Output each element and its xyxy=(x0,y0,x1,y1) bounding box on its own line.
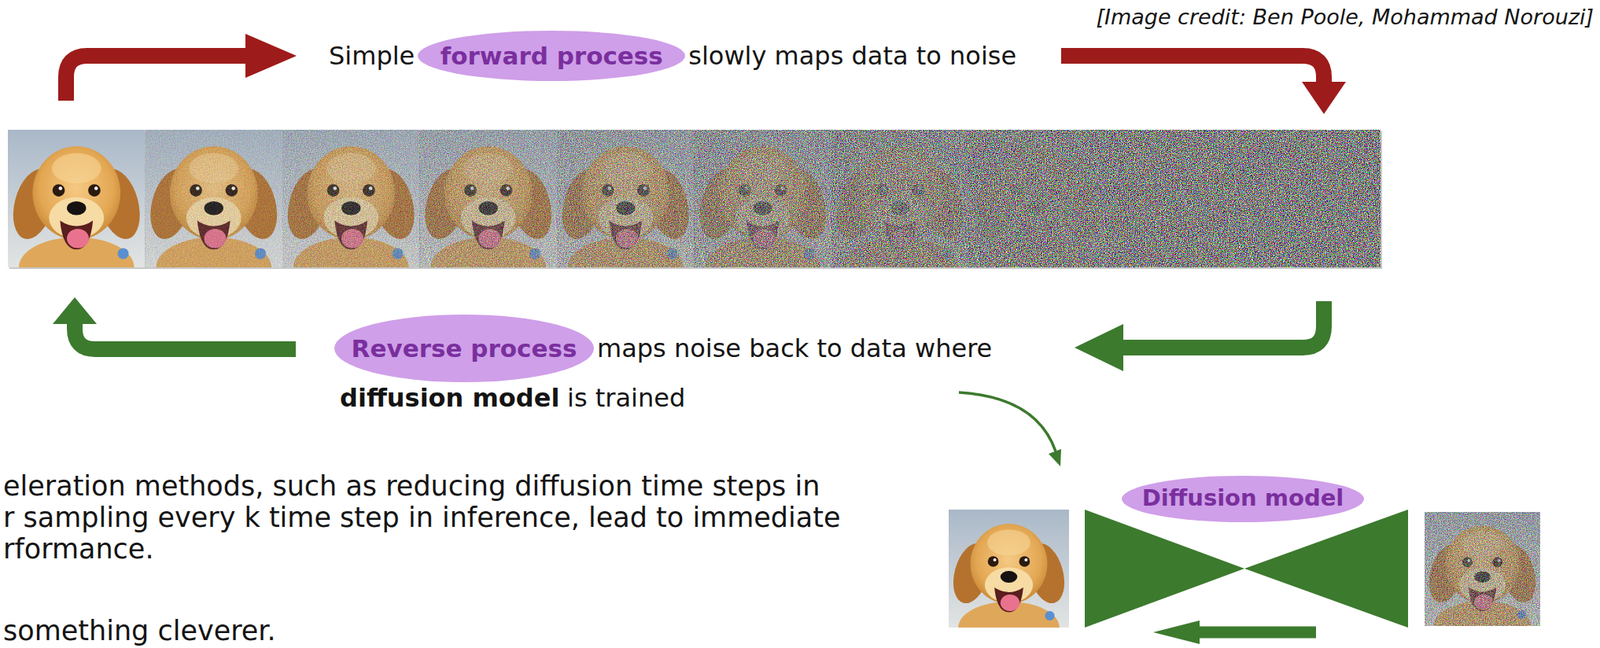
strip-frame xyxy=(280,129,422,299)
label-box: r sampling every k time step in inferenc… xyxy=(3,501,841,534)
noise-layer xyxy=(282,129,421,268)
text-label: slowly maps data to noise xyxy=(688,41,1017,71)
strip-frame xyxy=(966,129,1108,299)
text-label: rformance. xyxy=(3,533,155,565)
forward-arrow-head xyxy=(245,33,297,78)
label-box: Simple xyxy=(328,41,415,71)
node-text-group: forward process xyxy=(440,42,664,70)
node-label: forward process xyxy=(440,42,664,70)
highlight-ellipse: Reverse process xyxy=(334,314,594,383)
puppy-photo xyxy=(143,129,284,299)
highlight-ellipse: forward process xyxy=(417,30,686,82)
noise-layer xyxy=(1105,129,1244,268)
node-text-group: Reverse process xyxy=(351,335,578,362)
pointer-arrow xyxy=(958,392,1056,452)
text-label: Simple xyxy=(328,41,415,71)
puppy-photo xyxy=(417,129,559,299)
label-box: maps noise back to data where xyxy=(597,334,992,364)
forward-arrow-head xyxy=(1301,81,1346,115)
noise-layer xyxy=(1243,129,1382,268)
label-box: is trained xyxy=(567,383,686,413)
strip-frame xyxy=(829,129,971,299)
forward-arrow-shaft xyxy=(1061,55,1324,87)
reverse-arrow-head xyxy=(1074,324,1124,372)
noisy-image xyxy=(1423,512,1542,648)
label-box: rformance. xyxy=(3,533,155,565)
ellipse-fill xyxy=(334,314,594,383)
strip-frame xyxy=(417,129,559,299)
text-label: diffusion model xyxy=(339,383,560,413)
text-label: is trained xyxy=(567,383,686,413)
noise-layer xyxy=(1424,512,1541,627)
label-box: diffusion model xyxy=(339,383,560,413)
puppy-photo xyxy=(966,129,1108,299)
label-box: [Image credit: Ben Poole, Mohammad Norou… xyxy=(1095,4,1594,30)
puppy-photo xyxy=(555,129,697,299)
reverse-arrow-shaft xyxy=(74,320,296,350)
label-box: something cleverer. xyxy=(3,615,277,647)
noise-layer xyxy=(556,129,695,268)
denoise-arrow-head xyxy=(1153,620,1200,645)
noise-layer xyxy=(145,129,284,268)
puppy-photo xyxy=(947,509,1071,648)
puppy-photo xyxy=(829,129,971,299)
puppy-photo xyxy=(6,129,148,299)
strip-frame xyxy=(143,129,284,299)
noise-layer xyxy=(420,129,558,268)
puppy-photo xyxy=(280,129,422,299)
model-bowtie xyxy=(1244,509,1409,628)
text-label: something cleverer. xyxy=(3,615,277,647)
model-bowtie xyxy=(1084,509,1245,628)
clean-image xyxy=(947,509,1071,648)
puppy-photo xyxy=(692,129,834,299)
pointer-arrow-head xyxy=(1048,449,1062,467)
text-label: eleration methods, such as reducing diff… xyxy=(3,470,820,502)
noise-layer xyxy=(969,129,1107,268)
reverse-arrow-head xyxy=(52,297,97,325)
node-label: Diffusion model xyxy=(1142,486,1345,512)
puppy-photo xyxy=(1241,129,1383,299)
label-box: slowly maps data to noise xyxy=(688,41,1017,71)
denoise-arrow-shaft xyxy=(1195,626,1317,639)
strip-frame xyxy=(692,129,834,299)
noise-layer xyxy=(694,129,833,268)
highlight-ellipse: Diffusion model xyxy=(1121,475,1365,523)
noise-layer xyxy=(831,129,970,268)
text-label: [Image credit: Ben Poole, Mohammad Norou… xyxy=(1095,4,1594,30)
forward-arrow-shaft xyxy=(66,55,251,101)
strip-frame xyxy=(555,129,697,299)
node-text-group: Diffusion model xyxy=(1142,486,1345,512)
strip-frame xyxy=(6,129,148,299)
text-label: maps noise back to data where xyxy=(597,334,992,364)
puppy-photo xyxy=(1104,129,1246,299)
puppy-photo xyxy=(1423,512,1542,648)
label-box: eleration methods, such as reducing diff… xyxy=(3,470,820,502)
reverse-arrow-shaft xyxy=(1120,301,1324,348)
ellipse-fill xyxy=(1121,475,1365,523)
text-label: r sampling every k time step in inferenc… xyxy=(3,501,841,534)
strip-frame xyxy=(1104,129,1246,299)
node-label: Reverse process xyxy=(351,335,578,362)
strip-frame xyxy=(1241,129,1383,299)
ellipse-fill xyxy=(417,30,686,82)
